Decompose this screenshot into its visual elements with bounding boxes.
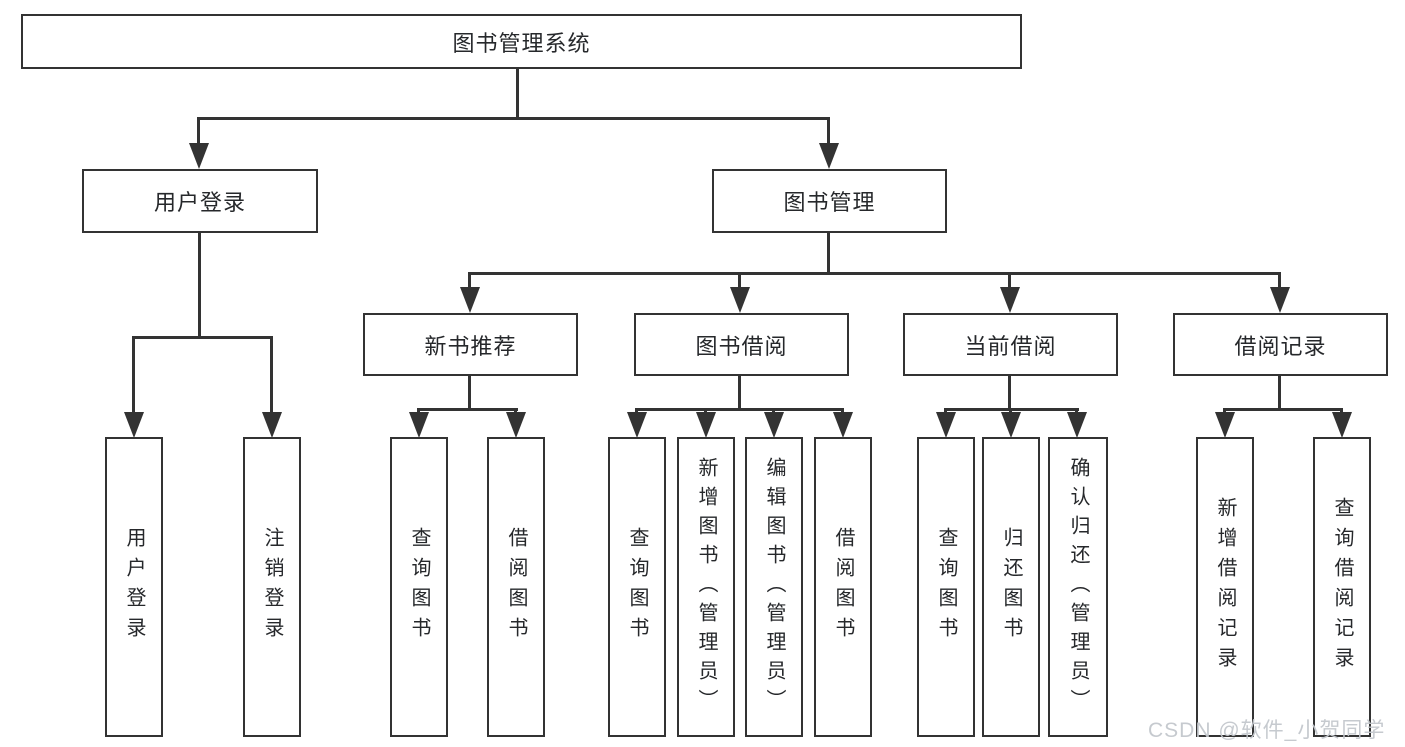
leaf-user-login: 用户登录 <box>105 437 163 737</box>
node-book-borrow: 图书借阅 <box>634 313 849 376</box>
connector-arrow-shaft <box>132 336 135 416</box>
leaf-add-book-admin: 新增图书（管理员） <box>677 437 735 737</box>
arrowhead-down-icon <box>189 143 209 169</box>
leaf-confirm-return-admin: 确认归还（管理员） <box>1048 437 1108 737</box>
node-borrow-records: 借阅记录 <box>1173 313 1388 376</box>
leaf-add-borrow-record: 新增借阅记录 <box>1196 437 1254 737</box>
arrowhead-down-icon <box>764 412 784 438</box>
arrowhead-down-icon <box>262 412 282 438</box>
connector-bookborrow-branch <box>635 408 844 411</box>
connector-userlogin-branch <box>132 336 273 339</box>
connector-arrow-shaft <box>197 117 200 148</box>
node-book-management: 图书管理 <box>712 169 947 233</box>
leaf-return-book: 归还图书 <box>982 437 1040 737</box>
leaf-query-borrow-record: 查询借阅记录 <box>1313 437 1371 737</box>
arrowhead-down-icon <box>819 143 839 169</box>
connector-borrowrecord-branch <box>1223 408 1343 411</box>
leaf-query-book-1: 查询图书 <box>390 437 448 737</box>
node-library-system: 图书管理系统 <box>21 14 1022 69</box>
leaf-edit-book-admin: 编辑图书（管理员） <box>745 437 803 737</box>
arrowhead-down-icon <box>460 287 480 313</box>
connector-bookborrow-stem <box>738 376 741 408</box>
arrowhead-down-icon <box>1215 412 1235 438</box>
connector-arrow-shaft <box>827 117 830 148</box>
connector-level1-branch <box>197 117 830 120</box>
connector-bookmgmt-stem <box>827 233 830 272</box>
arrowhead-down-icon <box>1001 412 1021 438</box>
leaf-query-book-2: 查询图书 <box>608 437 666 737</box>
connector-arrow-shaft <box>1008 272 1011 292</box>
node-current-borrow: 当前借阅 <box>903 313 1118 376</box>
connector-root-stem <box>516 69 519 117</box>
leaf-borrow-book-1: 借阅图书 <box>487 437 545 737</box>
arrowhead-down-icon <box>1332 412 1352 438</box>
node-new-book-recommend: 新书推荐 <box>363 313 578 376</box>
arrowhead-down-icon <box>1000 287 1020 313</box>
connector-currentborrow-stem <box>1008 376 1011 408</box>
connector-level2-branch <box>468 272 1281 275</box>
connector-arrow-shaft <box>738 272 741 292</box>
arrowhead-down-icon <box>1270 287 1290 313</box>
connector-newbook-stem <box>468 376 471 408</box>
arrowhead-down-icon <box>730 287 750 313</box>
leaf-query-book-3: 查询图书 <box>917 437 975 737</box>
leaf-logout: 注销登录 <box>243 437 301 737</box>
arrowhead-down-icon <box>627 412 647 438</box>
arrowhead-down-icon <box>124 412 144 438</box>
arrowhead-down-icon <box>936 412 956 438</box>
arrowhead-down-icon <box>506 412 526 438</box>
arrowhead-down-icon <box>1067 412 1087 438</box>
leaf-borrow-book-2: 借阅图书 <box>814 437 872 737</box>
arrowhead-down-icon <box>833 412 853 438</box>
arrowhead-down-icon <box>696 412 716 438</box>
arrowhead-down-icon <box>409 412 429 438</box>
node-user-login: 用户登录 <box>82 169 318 233</box>
connector-borrowrecord-stem <box>1278 376 1281 408</box>
connector-newbook-branch <box>417 408 518 411</box>
csdn-watermark: CSDN @软件_小贺同学 <box>1148 719 1386 742</box>
connector-arrow-shaft <box>270 336 273 416</box>
connector-arrow-shaft <box>1278 272 1281 292</box>
connector-userlogin-stem <box>198 233 201 336</box>
connector-arrow-shaft <box>468 272 471 292</box>
